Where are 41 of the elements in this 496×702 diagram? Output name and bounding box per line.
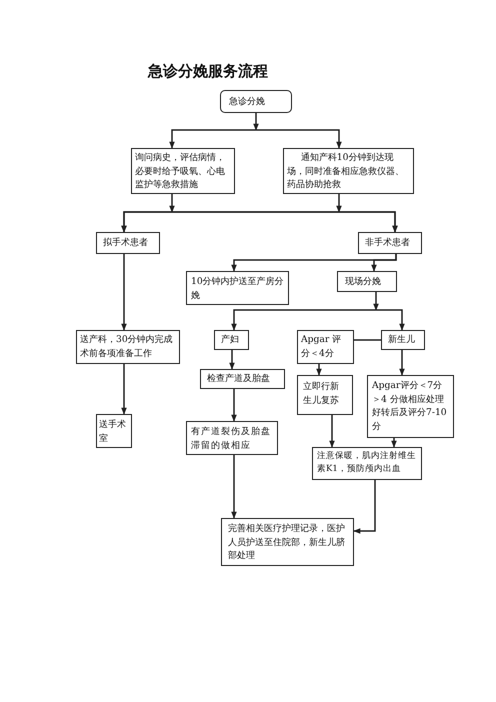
arrow	[231, 309, 376, 331]
process-box: 10分钟内护送至产房分娩	[186, 271, 289, 305]
arrow	[329, 415, 335, 448]
process-box: 现场分娩	[337, 271, 397, 292]
arrow	[316, 364, 322, 376]
arrow	[121, 211, 339, 233]
process-box: 通知产科10分钟到达现场，同时准备相应急救仪器、药品协助抢救	[283, 148, 414, 194]
process-box: 注意保暖，肌内注射维生素K1，预防颅内出血	[312, 447, 422, 480]
arrow	[253, 113, 259, 131]
process-box: 完善相关医疗护理记录，医护人员护送至住院部，新生儿脐部处理	[221, 518, 354, 566]
process-box: 拟手术患者	[96, 232, 160, 254]
process-box: 有产道裂伤及胎盘滞留的做相应	[186, 421, 278, 455]
arrow	[121, 254, 127, 331]
process-box: Apgar 评分＜4分	[297, 330, 354, 364]
arrow	[399, 350, 405, 376]
process-box: 非手术患者	[358, 232, 422, 254]
arrow	[391, 438, 397, 448]
arrow	[373, 292, 379, 311]
process-box: 询问病史，评估病情，必要时给予吸氧、心电监护等急救措施	[131, 148, 235, 194]
process-box: 送手术室	[96, 414, 132, 448]
rounded-box: 急诊分娩	[220, 90, 292, 113]
title: 急诊分娩服务流程	[148, 62, 268, 80]
arrow	[353, 480, 376, 534]
arrow	[376, 309, 405, 331]
arrow	[231, 389, 237, 422]
process-box: Apgar评分＜7分＞4 分做相应处理好转后及评分7-10分	[367, 375, 454, 438]
arrow	[169, 129, 256, 149]
process-box: 送产科，30分钟内完成术前各项准备工作	[76, 330, 180, 364]
connector-line	[354, 339, 381, 341]
arrow	[339, 211, 398, 233]
arrow	[169, 194, 175, 213]
arrow	[229, 350, 235, 370]
arrow	[371, 254, 397, 272]
arrow	[256, 129, 342, 149]
arrow	[336, 194, 342, 213]
arrow	[121, 364, 127, 415]
arrow	[231, 455, 237, 519]
process-box: 立即行新生儿复苏	[297, 375, 353, 415]
process-box: 新生儿	[381, 330, 425, 350]
process-box: 检查产道及胎盘	[200, 369, 285, 389]
process-box: 产妇	[214, 330, 249, 350]
